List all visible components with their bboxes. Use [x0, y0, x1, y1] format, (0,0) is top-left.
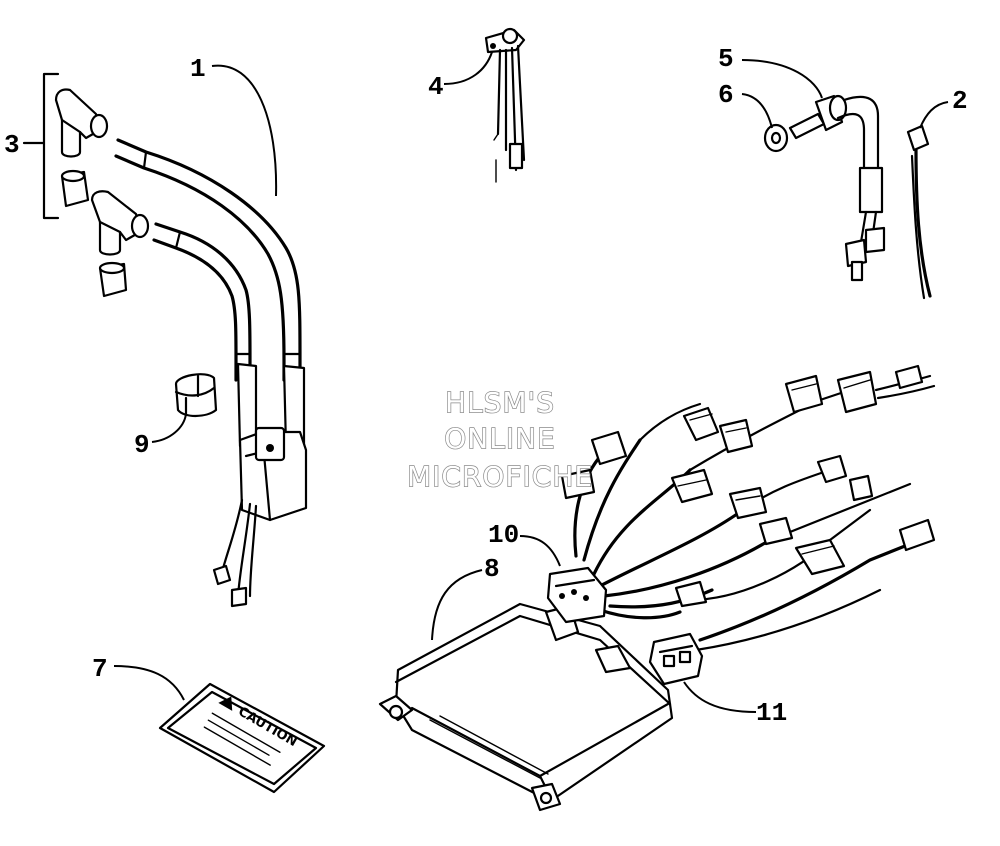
lead-clip: [174, 373, 218, 418]
watermark-line-3: MICROFICHE: [407, 460, 593, 493]
cable-tie: [906, 124, 932, 300]
callout-labels: 1 2 3 4 5 6 7 8 9 10 11: [4, 44, 968, 728]
connector-10: [546, 566, 608, 624]
leader-lines: [113, 51, 949, 713]
callout-6: 6: [718, 80, 734, 110]
main-wiring-harness: [546, 364, 936, 686]
callout-8: 8: [484, 554, 500, 584]
watermark-line-2: ONLINE: [444, 422, 555, 455]
callout-10: 10: [488, 520, 519, 550]
callout-3: 3: [4, 130, 20, 160]
connector-l: [674, 580, 708, 608]
switch-assembly: [763, 94, 886, 282]
connector-o: [560, 468, 596, 500]
connector-m: [794, 538, 846, 576]
callout-7: 7: [92, 654, 108, 684]
connector-b: [718, 418, 754, 454]
callout-2: 2: [952, 86, 968, 116]
connector-e: [894, 364, 924, 390]
connector-h: [728, 486, 768, 520]
control-module: [378, 602, 674, 812]
callout-9: 9: [134, 430, 150, 460]
ignition-coil-assembly: [114, 138, 308, 608]
watermark-line-1: HLSM'S: [445, 386, 555, 419]
sensor-with-leads: [484, 27, 526, 183]
caution-decal: CAUTION: [158, 682, 326, 794]
watermark: HLSM'S ONLINE MICROFICHE: [406, 385, 593, 493]
callout-5: 5: [718, 44, 734, 74]
connector-a: [682, 406, 720, 442]
connector-g: [670, 468, 714, 504]
connector-j: [848, 474, 874, 502]
spark-plug-cap-group: [22, 72, 150, 298]
callout-11: 11: [756, 698, 787, 728]
connector-c: [784, 374, 824, 414]
connector-n: [898, 518, 936, 552]
connector-11: [648, 632, 704, 686]
connector-k: [758, 516, 794, 546]
connector-f: [590, 430, 628, 466]
callout-4: 4: [428, 72, 444, 102]
callout-1: 1: [190, 54, 206, 84]
connector-d: [836, 370, 878, 414]
connector-i: [816, 454, 848, 484]
